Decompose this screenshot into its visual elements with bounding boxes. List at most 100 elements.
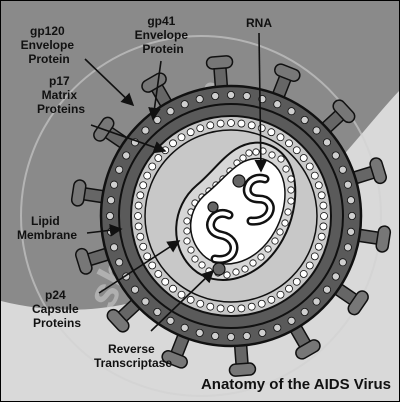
matrix-bead (148, 261, 157, 270)
p24-leader (98, 240, 181, 294)
membrane-dot (180, 100, 189, 109)
matrix-bead (177, 290, 186, 299)
membrane-dot (312, 297, 321, 306)
membrane-dot (338, 258, 347, 267)
membrane-dot (331, 272, 340, 281)
membrane-dot (300, 116, 309, 125)
membrane-dot (346, 227, 355, 236)
membrane-dot (287, 316, 296, 325)
membrane-dot (242, 92, 251, 101)
matrix-bead (299, 270, 308, 278)
capsid-bead (183, 217, 191, 225)
matrix-bead (310, 252, 319, 261)
matrix-bead (196, 124, 205, 133)
matrix-bead (227, 305, 235, 313)
capsid-bead (241, 265, 249, 273)
matrix-bead (134, 212, 142, 220)
gp120-label: gp120 Envelope Protein (21, 24, 78, 66)
membrane-dot (258, 328, 267, 337)
matrix-bead (169, 139, 177, 148)
membrane-dot (110, 243, 119, 252)
capsid-bead (287, 197, 295, 205)
membrane-dot (131, 285, 140, 294)
membrane-dot (346, 196, 355, 205)
gp120-knob (75, 247, 93, 275)
matrix-bead (216, 119, 225, 128)
matrix-bead (177, 133, 186, 142)
matrix-bead (136, 191, 145, 200)
membrane-dot (141, 126, 150, 135)
gp120-knob (205, 55, 234, 70)
rt-leader (150, 269, 215, 332)
rna-label: RNA (246, 16, 272, 30)
membrane-dot (273, 100, 282, 109)
virus (70, 55, 392, 377)
capsid-bead (271, 237, 279, 245)
matrix-bead (292, 146, 301, 155)
membrane-dot (338, 165, 347, 174)
matrix-bead (196, 299, 205, 308)
matrix-bead (206, 121, 215, 130)
labels: gp120 Envelope Protein gp41 Envelope Pro… (17, 14, 272, 370)
rna-leader (254, 32, 268, 173)
matrix-bead (276, 133, 285, 142)
matrix-bead (257, 124, 266, 133)
gp41-leader (148, 60, 162, 121)
gp120-knob (274, 63, 301, 82)
capsid-bead (257, 253, 265, 261)
capsid-bead (276, 228, 284, 236)
matrix-bead (134, 222, 143, 231)
p17-leader (90, 124, 167, 154)
capsid-bead (264, 245, 272, 253)
matrix-bead (148, 162, 157, 171)
matrix-bead (139, 242, 148, 251)
matrix-bead (136, 232, 145, 241)
caption: Anatomy of the AIDS Virus (201, 376, 391, 393)
membrane-dot (211, 331, 220, 340)
matrix-bead (320, 212, 328, 220)
gp120-knob (375, 225, 392, 253)
matrix-bead (154, 270, 163, 278)
membrane-dot (153, 116, 162, 125)
capsid-core (189, 157, 286, 265)
rna-strand (245, 176, 273, 224)
membrane-dot (322, 138, 331, 147)
gp120-leader (84, 58, 135, 107)
membrane-dot (226, 91, 235, 100)
membrane-dot (166, 107, 175, 116)
matrix-bead (285, 284, 293, 293)
capsid-bead (284, 208, 292, 216)
gp41-label: gp41 Envelope Protein (135, 14, 192, 56)
capsid-bead (232, 268, 240, 276)
gp120-knob (228, 362, 257, 377)
matrix-bead (305, 162, 314, 171)
capsid-bead (287, 186, 295, 194)
membrane-dot (115, 258, 124, 267)
lipid-membrane-label: Lipid Membrane (17, 214, 77, 242)
membrane-dot (115, 165, 124, 174)
p17-label: p17 Matrix Proteins (37, 74, 85, 116)
membrane-dot (166, 316, 175, 325)
capsid-bead (198, 261, 206, 269)
matrix-bead (285, 139, 293, 148)
gp120-knob (347, 290, 369, 316)
matrix-bead (227, 119, 235, 127)
membrane-dot (287, 107, 296, 116)
membrane-dot (343, 243, 352, 252)
gp120-knob (161, 350, 188, 369)
membrane-dot (153, 307, 162, 316)
matrix-bead (143, 252, 152, 261)
matrix-bead (257, 299, 266, 308)
matrix-bead (319, 201, 328, 210)
matrix-bead (139, 181, 148, 190)
matrix-bead (186, 128, 195, 137)
capsid-bead (191, 255, 199, 263)
gp120-knob (332, 99, 356, 124)
membrane-dot (195, 328, 204, 337)
capsid-bead (187, 246, 195, 254)
matrix-bead (317, 232, 326, 241)
matrix-bead (237, 304, 246, 313)
reverse-transcriptase (207, 201, 219, 213)
matrix-bead (237, 119, 246, 128)
